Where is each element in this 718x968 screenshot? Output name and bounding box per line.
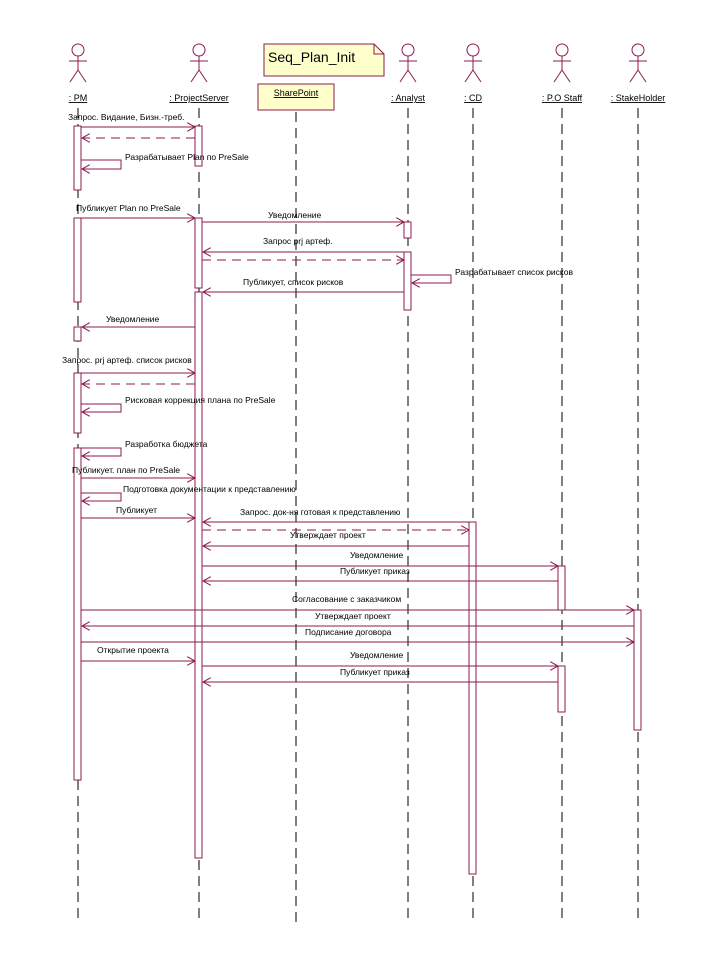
message-7-arrow <box>411 274 452 283</box>
message-20-label: Публикует приказ <box>340 566 410 576</box>
actor-po-staff-label: : P.O Staff <box>542 93 583 103</box>
message-13-label: Разработка бюджета <box>125 439 208 449</box>
message-23-label: Подписание договора <box>305 627 392 637</box>
message-22-label: Утверждает проект <box>315 611 391 621</box>
message-8-label: Публикует, список рисков <box>243 277 344 287</box>
message-17-label: Запрос. док-ня готовая к представлению <box>240 507 401 517</box>
message-15-label: Подготовка документации к представлению <box>123 484 296 494</box>
message-10-label: Запрос. prj артеф. список рисков <box>62 355 192 365</box>
activation-pm-5 <box>73 447 82 781</box>
diagram-title: Seq_Plan_Init <box>268 49 355 65</box>
activation-analyst-2 <box>403 251 412 311</box>
activation-ps-2 <box>194 217 203 289</box>
actor-stakeholder: : StakeHolder <box>611 43 666 103</box>
message-16-label: Публикует <box>116 505 157 515</box>
diagram-title-note: Seq_Plan_Init <box>263 43 385 77</box>
message-15-arrow <box>81 492 122 501</box>
actor-po-staff-icon <box>553 43 571 83</box>
message-24-label: Открытие проекта <box>97 645 169 655</box>
actor-projectserver-label: : ProjectServer <box>169 93 229 103</box>
actor-stakeholder-icon <box>629 43 647 83</box>
messages: Запрос. Видание, Бизн.-треб. Разрабатыва… <box>62 112 634 682</box>
note-fold <box>373 44 384 55</box>
activation-po-2 <box>557 665 566 713</box>
message-0-label: Запрос. Видание, Бизн.-треб. <box>68 112 184 122</box>
activation-ps-1 <box>194 125 203 167</box>
activation-sh-1 <box>633 609 642 731</box>
actor-cd-icon <box>464 43 482 83</box>
actor-projectserver: : ProjectServer <box>169 43 229 103</box>
activation-pm-1 <box>73 125 82 191</box>
activation-pm-3 <box>73 326 82 342</box>
activation-ps-3 <box>194 291 203 859</box>
sharepoint-box <box>257 83 335 111</box>
message-7-label: Разрабатывает список рисков <box>455 267 573 277</box>
activation-po-1 <box>557 565 566 611</box>
message-26-label: Публикует приказ <box>340 667 410 677</box>
actor-analyst-label: : Analyst <box>391 93 426 103</box>
message-9-label: Уведомление <box>106 314 160 324</box>
message-5-label: Запрос prj артеф. <box>263 236 333 246</box>
object-sharepoint: SharePoint <box>257 83 335 111</box>
actor-analyst: : Analyst <box>391 43 426 103</box>
actor-po-staff: : P.O Staff <box>542 43 583 103</box>
activation-analyst-1 <box>403 221 412 239</box>
message-21-label: Согласование с заказчиком <box>292 594 401 604</box>
message-12-label: Рисковая коррекция плана по PreSale <box>125 395 276 405</box>
activation-bars <box>73 125 642 875</box>
message-2-arrow <box>81 159 122 169</box>
message-12-arrow <box>81 403 122 412</box>
actor-pm-label: : PM <box>69 93 88 103</box>
actor-analyst-icon <box>399 43 417 83</box>
actor-pm-icon <box>69 43 87 83</box>
message-19-label: Уведомление <box>350 550 404 560</box>
message-2-label: Разрабатывает Plan по PreSale <box>125 152 249 162</box>
actor-stakeholder-label: : StakeHolder <box>611 93 666 103</box>
message-18-label: Утверждает проект <box>290 530 366 540</box>
activation-pm-4 <box>73 372 82 434</box>
message-14-label: Публикует. план по PreSale <box>72 465 180 475</box>
actor-projectserver-icon <box>190 43 208 83</box>
message-4-label: Уведомление <box>268 210 322 220</box>
note-shape <box>263 43 385 77</box>
actor-cd-label: : CD <box>464 93 483 103</box>
message-25-label: Уведомление <box>350 650 404 660</box>
message-3-label: Публикует Plan по PreSale <box>76 203 181 213</box>
actor-cd: : CD <box>464 43 483 103</box>
sharepoint-label: SharePoint <box>274 88 319 98</box>
message-13-arrow <box>81 447 122 456</box>
actor-pm: : PM <box>69 43 88 103</box>
activation-cd-1 <box>468 521 477 875</box>
activation-pm-2 <box>73 217 82 303</box>
